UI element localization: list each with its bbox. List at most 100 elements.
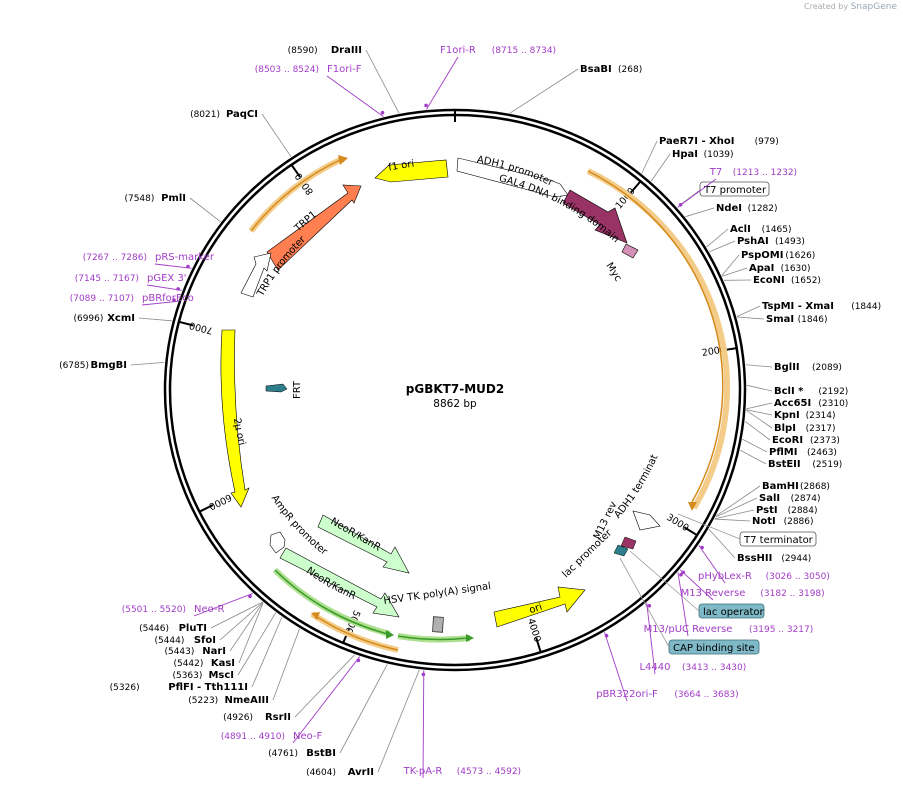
primer-name: pBR322ori-F: [596, 689, 658, 700]
site-position: (6996): [73, 314, 103, 324]
primer-position: (4573 .. 4592): [457, 767, 521, 777]
primer-position: (3664 .. 3683): [674, 690, 738, 700]
site-position: (2868): [800, 482, 830, 492]
site-bsteii[interactable]: BstEII(2519): [740, 449, 842, 470]
site-ndei[interactable]: NdeI(1282): [685, 203, 778, 218]
site-kpni[interactable]: KpnI(2314): [746, 409, 836, 421]
site-name: TspMI - XmaI: [762, 301, 834, 312]
site-smai[interactable]: SmaI(1846): [737, 314, 828, 325]
site-xcmi[interactable]: XcmI(6996): [73, 313, 172, 324]
site-pflmi[interactable]: PflMI(2463): [742, 438, 837, 458]
site-nari[interactable]: NarI(5443): [164, 602, 264, 657]
site-name: NotI: [752, 516, 776, 527]
tick-mark: [290, 164, 301, 178]
site-blpi[interactable]: BlpI(2317): [746, 409, 836, 434]
site-acc65i[interactable]: Acc65I(2310): [746, 398, 848, 410]
primer-name: M13/pUC Reverse: [644, 624, 733, 635]
site-bstbi[interactable]: BstBI(4761): [268, 664, 388, 759]
site-pspomi[interactable]: PspOMI(1626): [721, 250, 815, 276]
feature-trp1-promoter: [240, 252, 272, 298]
site-connector: [238, 602, 264, 664]
site-connector: [706, 228, 729, 248]
site-paqci[interactable]: PaqCI(8021): [190, 109, 292, 157]
site-nmeaiii[interactable]: NmeAIII(5223): [188, 628, 300, 706]
site-noti[interactable]: NotI(2886): [714, 516, 814, 527]
primer-m13-reverse[interactable]: M13 Reverse(3182 .. 3198): [679, 569, 825, 601]
plasmid-name: pGBKT7-MUD2: [406, 382, 504, 396]
site-connector: [716, 485, 761, 517]
site-name: KasI: [211, 658, 235, 669]
site-kasi[interactable]: KasI(5442): [173, 602, 264, 669]
primer-phyblex-r[interactable]: pHybLex-R(3026 .. 3050): [698, 545, 830, 584]
site-rsrii[interactable]: RsrII(4926): [223, 654, 355, 723]
site-pmli[interactable]: PmlI(7548): [124, 193, 221, 223]
primer-connector: [677, 572, 689, 637]
site-acli[interactable]: AclI(1465): [706, 224, 792, 248]
boxed-t7-promoter: T7 promoter: [699, 181, 770, 197]
site-draiii[interactable]: DraIII(8590): [288, 45, 400, 114]
primer-tk-pa-r[interactable]: TK-pA-R(4573 .. 4592): [403, 670, 521, 779]
site-sali[interactable]: SalI(2874): [715, 493, 821, 518]
site-bmgbi[interactable]: BmgBI(6785): [59, 360, 165, 371]
site-position: (2192): [818, 387, 848, 397]
primer-binding-mark: [679, 572, 683, 577]
primer-pbrforeco[interactable]: pBRforEco(7089 .. 7107): [70, 293, 194, 306]
site-bamhi[interactable]: BamHI(2868): [716, 481, 830, 517]
site-hpai[interactable]: HpaI(1039): [650, 149, 734, 182]
site-bsshii[interactable]: BssHII(2944): [708, 528, 811, 564]
site-bsabi[interactable]: BsaBI(268): [509, 64, 642, 114]
primer-name: L4440: [639, 662, 670, 673]
site-psti[interactable]: PstI(2884): [714, 505, 818, 520]
site-econi[interactable]: EcoNI(1652): [723, 275, 821, 286]
site-position: (2310): [818, 399, 848, 409]
site-paer7i-xhoi[interactable]: PaeR7I - XhoI(979): [641, 136, 779, 174]
primer-prs-marker[interactable]: pRS-marker(7267 .. 7286): [83, 252, 215, 269]
site-position: (5363): [172, 671, 202, 681]
feature-myc: [621, 243, 639, 259]
primer-binding-mark: [678, 202, 683, 207]
site-bglii[interactable]: BglII(2089): [745, 362, 842, 373]
tick-mark: [198, 504, 214, 513]
primer-t7[interactable]: T7(1213 .. 1232): [677, 167, 798, 208]
site-pflfi-tth111i[interactable]: PflFI - Tth111I(5326): [110, 616, 283, 693]
primer-f1ori-r[interactable]: F1ori-R(8715 .. 8734): [424, 45, 556, 110]
primer-neo-r[interactable]: Neo-R(5501 .. 5520): [122, 593, 253, 617]
primer-pgex-3-[interactable]: pGEX 3'(7145 .. 7167): [75, 273, 187, 291]
primer-name: pGEX 3': [147, 273, 187, 284]
feature-mcs-block: [620, 536, 637, 550]
site-avrii[interactable]: AvrII(4604): [306, 669, 420, 778]
primer-l4440[interactable]: L4440 (3413 .. 3430): [639, 602, 746, 675]
boxed-t7-promoter-label: T7 promoter: [703, 185, 767, 196]
site-ecori[interactable]: EcoRI(2373): [744, 421, 840, 446]
primer-position: (7089 .. 7107): [70, 294, 134, 304]
primer-m13-puc-reverse[interactable]: M13/pUC Reverse(3195 .. 3217): [644, 572, 814, 637]
site-position: (1844): [851, 302, 881, 312]
feature-frt: [265, 383, 288, 393]
primer-pbr322ori-f[interactable]: pBR322ori-F (3664 .. 3683): [596, 632, 739, 702]
site-name: BstBI: [306, 748, 336, 759]
site-pshai[interactable]: PshAI(1493): [709, 236, 805, 253]
site-position: (2317): [806, 424, 836, 434]
site-position: (2373): [810, 436, 840, 446]
site-bcli-[interactable]: BclI *(2192): [746, 384, 848, 397]
primer-binding-mark: [700, 545, 704, 550]
site-pluti[interactable]: PluTI(5446): [139, 601, 263, 634]
site-tspmi-xmai[interactable]: TspMI - XmaI (1844): [736, 301, 881, 317]
site-apai[interactable]: ApaI(1630): [722, 263, 811, 277]
primer-binding-mark: [186, 264, 190, 269]
primer-connector: [646, 602, 656, 675]
orf-arc-hsv-line: [397, 635, 469, 641]
primer-neo-f[interactable]: Neo-F(4891 .. 4910): [221, 656, 361, 744]
site-sfoi[interactable]: SfoI(5444): [154, 602, 264, 646]
primer-f1ori-f[interactable]: F1ori-F(8503 .. 8524): [255, 64, 385, 117]
site-connector: [138, 317, 172, 322]
snapgene-credit: Created by SnapGene: [804, 2, 897, 12]
primer-position: (3413 .. 3430): [682, 663, 746, 673]
site-position: (4604): [306, 768, 336, 778]
primer-binding-mark: [176, 287, 180, 291]
site-connector: [746, 409, 773, 429]
site-name: BmgBI: [90, 360, 127, 371]
site-msci[interactable]: MscI(5363): [172, 612, 277, 681]
primer-name: M13 Reverse: [681, 588, 746, 599]
primer-name: F1ori-R: [440, 45, 476, 56]
